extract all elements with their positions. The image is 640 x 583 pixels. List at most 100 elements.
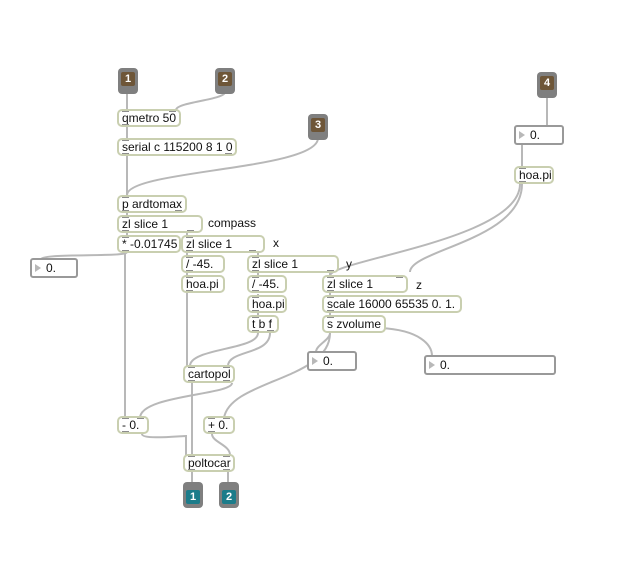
send-zvolume-text: s zvolume [327, 317, 382, 331]
outlet-port[interactable] [186, 250, 193, 251]
outlet-port[interactable] [175, 210, 182, 211]
ardtomax-object[interactable]: p ardtomax [117, 195, 187, 213]
outlet-port[interactable] [186, 270, 193, 271]
outlet-port[interactable] [223, 469, 230, 470]
inlet-port[interactable] [122, 418, 129, 419]
number-box-zvolume[interactable]: 0. [307, 351, 357, 371]
inlet-port[interactable] [122, 140, 129, 141]
hoa-pi-inlet4-object[interactable]: hoa.pi [514, 166, 554, 184]
outlet-port[interactable] [122, 153, 129, 154]
outlet-port[interactable] [327, 290, 334, 291]
inlet-port[interactable] [519, 168, 526, 169]
divide-y-object[interactable]: / -45. [247, 275, 287, 293]
qmetro-object[interactable]: qmetro 50 [117, 109, 181, 127]
outlet-port[interactable] [327, 270, 334, 271]
hoa-pi-y-object[interactable]: hoa.pi [247, 295, 287, 313]
number-box-inlet4[interactable]: 0. [514, 125, 564, 145]
number-triangle-icon [35, 264, 41, 272]
add-object[interactable]: + 0. [203, 416, 235, 434]
inlet-port[interactable] [396, 277, 403, 278]
multiply-object[interactable]: * -0.01745 [117, 235, 181, 253]
inlet-port[interactable] [327, 297, 334, 298]
outlet-port[interactable] [188, 380, 195, 381]
outlet-port[interactable] [186, 290, 193, 291]
inlet-port[interactable] [169, 111, 176, 112]
outlet-1-label: 1 [186, 490, 200, 504]
inlet-port[interactable] [223, 456, 230, 457]
inlet-port[interactable] [252, 297, 259, 298]
inlet-port[interactable] [137, 418, 144, 419]
cord [126, 137, 319, 196]
outlet-port[interactable] [252, 330, 259, 331]
inlet-port[interactable] [186, 277, 193, 278]
cord [39, 251, 128, 261]
outlet-port[interactable] [122, 431, 129, 432]
outlet-port[interactable] [208, 431, 215, 432]
inlet-port[interactable] [186, 237, 193, 238]
outlet-port[interactable] [252, 270, 259, 271]
poltocar-text: poltocar [188, 456, 231, 470]
hoa-pi-inlet4-text: hoa.pi [519, 168, 552, 182]
t-b-f-object[interactable]: t b f [247, 315, 279, 333]
inlet-port[interactable] [188, 456, 195, 457]
outlet-port[interactable] [122, 230, 129, 231]
outlet-port[interactable] [327, 310, 334, 311]
number-box-right[interactable]: 0. [424, 355, 556, 375]
outlet-port[interactable] [519, 181, 526, 182]
zl-slice-y-object[interactable]: zl slice 1 [247, 255, 339, 273]
inlet-3[interactable]: 3 [308, 114, 328, 140]
send-zvolume-object[interactable]: s zvolume [322, 315, 386, 333]
inlet-port[interactable] [122, 237, 129, 238]
inlet-port[interactable] [327, 277, 334, 278]
subtract-text: - 0. [122, 418, 140, 432]
poltocar-object[interactable]: poltocar [183, 454, 235, 472]
outlet-port[interactable] [252, 310, 259, 311]
number-box-left[interactable]: 0. [30, 258, 78, 278]
y-comment: y [346, 257, 352, 271]
outlet-port[interactable] [252, 290, 259, 291]
zl-slice-z-object[interactable]: zl slice 1 [322, 275, 408, 293]
zl-slice-x-object[interactable]: zl slice 1 [181, 235, 265, 253]
outlet-port[interactable] [223, 380, 230, 381]
inlet-2-label: 2 [218, 72, 232, 86]
cord [379, 327, 433, 357]
outlet-port[interactable] [225, 153, 232, 154]
outlet-2[interactable]: 2 [219, 482, 239, 508]
inlet-port[interactable] [252, 317, 259, 318]
cord [175, 91, 226, 111]
zl-slice-y-text: zl slice 1 [252, 257, 299, 271]
scale-object[interactable]: scale 16000 65535 0. 1. [322, 295, 462, 313]
hoa-pi-x-object[interactable]: hoa.pi [181, 275, 225, 293]
t-b-f-text: t b f [252, 317, 273, 331]
inlet-port[interactable] [252, 277, 259, 278]
cartopol-object[interactable]: cartopol [183, 365, 235, 383]
divide-x-object[interactable]: / -45. [181, 255, 225, 273]
inlet-2[interactable]: 2 [215, 68, 235, 94]
outlet-2-label: 2 [222, 490, 236, 504]
outlet-port[interactable] [122, 250, 129, 251]
inlet-port[interactable] [122, 111, 129, 112]
inlet-port[interactable] [186, 257, 193, 258]
inlet-port[interactable] [252, 257, 259, 258]
inlet-port[interactable] [223, 418, 230, 419]
outlet-port[interactable] [249, 250, 256, 251]
zl-slice-compass-object[interactable]: zl slice 1 [117, 215, 203, 233]
outlet-1[interactable]: 1 [183, 482, 203, 508]
outlet-port[interactable] [267, 330, 274, 331]
inlet-port[interactable] [122, 217, 129, 218]
outlet-port[interactable] [187, 230, 194, 231]
inlet-port[interactable] [122, 197, 129, 198]
inlet-port[interactable] [223, 367, 230, 368]
inlet-1[interactable]: 1 [118, 68, 138, 94]
outlet-port[interactable] [122, 124, 129, 125]
inlet-4[interactable]: 4 [537, 72, 557, 98]
subtract-object[interactable]: - 0. [117, 416, 149, 434]
outlet-port[interactable] [188, 469, 195, 470]
serial-object[interactable]: serial c 115200 8 1 0 [117, 138, 237, 156]
add-text: + 0. [208, 418, 229, 432]
inlet-port[interactable] [208, 418, 215, 419]
divide-x-text: / -45. [186, 257, 214, 271]
outlet-port[interactable] [122, 210, 129, 211]
inlet-port[interactable] [327, 317, 334, 318]
inlet-port[interactable] [188, 367, 195, 368]
